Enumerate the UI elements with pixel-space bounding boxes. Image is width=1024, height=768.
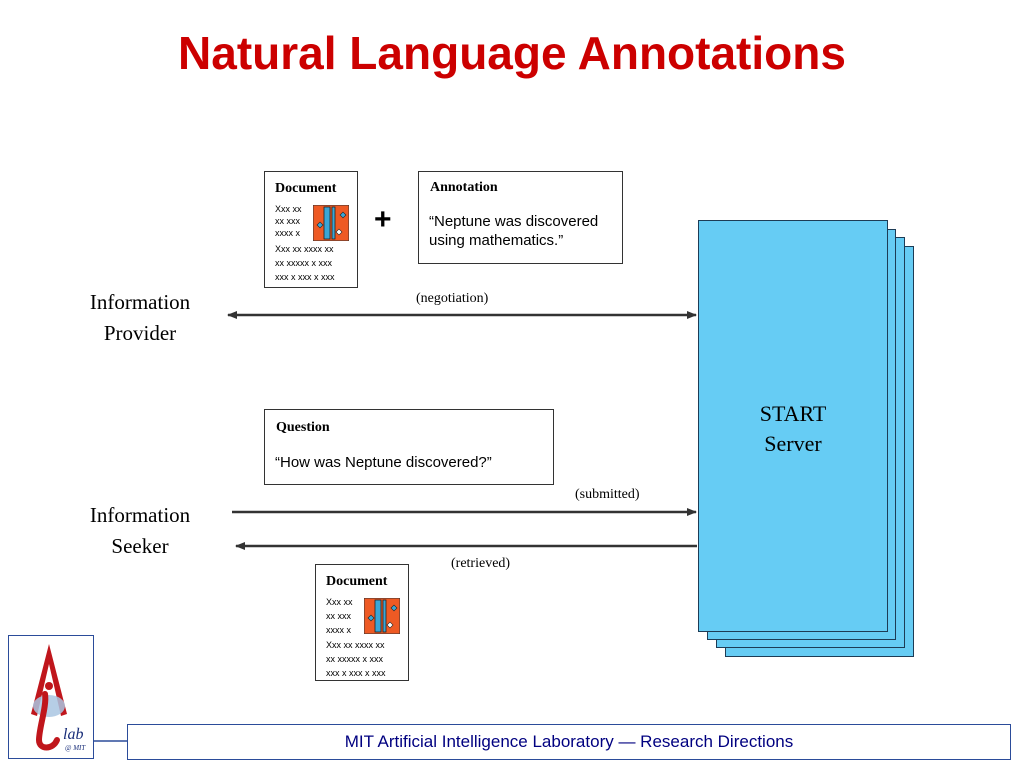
server-label: START Server: [699, 399, 887, 459]
question-card: Question “How was Neptune discovered?”: [264, 409, 554, 485]
information-seeker-label: Information Seeker: [60, 500, 220, 562]
logo-subtext: @ MIT: [65, 744, 86, 752]
footer-banner: MIT Artificial Intelligence Laboratory —…: [127, 724, 1011, 760]
annotation-heading: Annotation: [430, 180, 498, 195]
retrieved-label: (retrieved): [451, 556, 511, 571]
document-line: Xxx xx: [326, 597, 353, 607]
ai-lab-logo-icon: [31, 644, 67, 751]
annotation-text-line2: using mathematics.”: [429, 232, 564, 249]
document-line: xxxx x: [326, 625, 352, 635]
document-line: xx xxxxx x xxx: [326, 654, 384, 664]
server-label-line2: Server: [764, 431, 822, 456]
provider-document-card: Document Xxx xx xx xxx xxxx x Xxx xx xxx…: [264, 171, 358, 288]
document-heading: Document: [275, 181, 337, 196]
document-line: xxx x xxx x xxx: [326, 668, 386, 678]
start-server-box: START Server: [698, 220, 888, 632]
information-seeker-line2: Seeker: [111, 534, 169, 558]
document-line: Xxx xx xxxx xx: [326, 640, 385, 650]
document-line: xx xxx: [326, 611, 352, 621]
document-line: xx xxx: [275, 216, 301, 226]
server-label-line1: START: [759, 401, 827, 426]
document-line: xx xxxxx x xxx: [275, 258, 333, 268]
plus-sign: +: [374, 203, 392, 236]
question-text: “How was Neptune discovered?”: [275, 454, 492, 471]
document-line: xxx x xxx x xxx: [275, 272, 335, 282]
ai-lab-logo: lab @ MIT: [8, 635, 94, 759]
retrieved-document-card: Document Xxx xx xx xxx xxxx x Xxx xx xxx…: [315, 564, 409, 681]
annotation-card: Annotation “Neptune was discovered using…: [418, 171, 623, 264]
annotation-text-line1: “Neptune was discovered: [429, 213, 599, 230]
information-seeker-line1: Information: [89, 503, 191, 527]
document-line: Xxx xx: [275, 204, 302, 214]
document-line: Xxx xx xxxx xx: [275, 244, 334, 254]
logo-text: lab: [63, 726, 84, 743]
question-heading: Question: [276, 420, 330, 435]
document-heading: Document: [326, 574, 388, 589]
document-image-icon: [313, 205, 349, 241]
negotiation-label: (negotiation): [416, 291, 489, 306]
submitted-label: (submitted): [575, 487, 640, 502]
footer-text: MIT Artificial Intelligence Laboratory —…: [344, 732, 794, 751]
information-provider-label: Information Provider: [60, 287, 220, 349]
slide-title: Natural Language Annotations: [178, 27, 846, 79]
document-image-icon: [364, 598, 400, 634]
information-provider-line2: Provider: [103, 321, 177, 345]
information-provider-line1: Information: [89, 290, 191, 314]
document-line: xxxx x: [275, 228, 301, 238]
